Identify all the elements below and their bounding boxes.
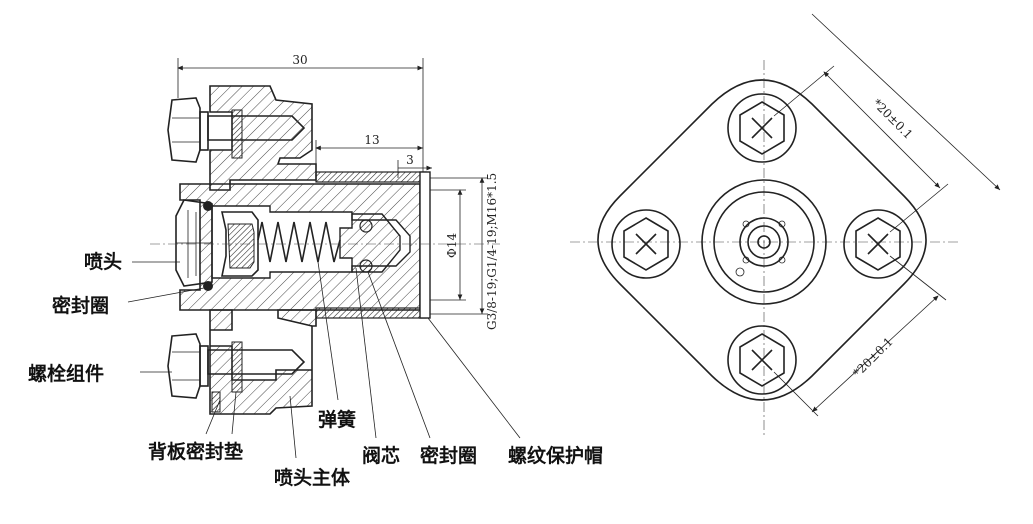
bolt-head-top xyxy=(727,93,797,163)
front-view: *20±0.1 *20±0.1 xyxy=(570,13,1001,436)
valve-seal-bottom xyxy=(359,259,373,273)
thread-protection-cap xyxy=(315,171,431,319)
seal-ring-top xyxy=(203,201,213,211)
valve-seal-top xyxy=(359,219,373,233)
bolt-head-bottom xyxy=(727,325,797,395)
dim-3-label: 3 xyxy=(406,153,414,167)
valve-core xyxy=(339,213,401,273)
label-spring: 弹簧 xyxy=(318,408,356,431)
center-boss-outer xyxy=(701,179,827,305)
label-valve-core: 阀芯 xyxy=(362,444,400,467)
label-nozzle: 喷头 xyxy=(84,251,122,273)
pin-hole-3 xyxy=(742,256,750,264)
pin-hole-4 xyxy=(778,256,786,264)
valve-seat xyxy=(221,211,259,277)
dim-13-label: 13 xyxy=(364,133,379,147)
upper-flange xyxy=(209,85,317,191)
dimension-bolt-spacing-bottom: *20±0.1 xyxy=(773,255,947,417)
dim-phi14-label: Φ14 xyxy=(445,233,459,258)
center-boss-ring xyxy=(713,191,815,293)
pin-hole-1 xyxy=(742,220,750,228)
label-thread-cap: 螺纹保护帽 xyxy=(508,444,603,467)
seal-ring-bottom xyxy=(203,281,213,291)
label-seal-ring: 密封圈 xyxy=(52,294,109,317)
dim-30-label: 30 xyxy=(292,53,307,67)
label-back-plate-gasket: 背板密封垫 xyxy=(148,440,243,463)
bottom-bolt xyxy=(167,333,306,413)
label-seal-ring-2: 密封圈 xyxy=(420,444,477,467)
pin-hole-2 xyxy=(778,220,786,228)
center-nozzle-mid xyxy=(747,225,781,259)
center-nozzle-outer xyxy=(739,217,789,267)
vent-hole xyxy=(735,267,745,277)
label-nozzle-body: 喷头主体 xyxy=(274,466,351,489)
dimension-diameter: Φ14 G3/8-19;G1/4-19;M16*1.5 xyxy=(430,173,499,330)
label-bolt-assembly: 螺栓组件 xyxy=(28,362,104,385)
spring xyxy=(257,221,341,263)
center-nozzle-orifice xyxy=(757,235,771,249)
section-view: 30 13 3 xyxy=(150,53,500,415)
dimension-overall: 30 xyxy=(177,53,424,172)
dim-20-top-label: *20±0.1 xyxy=(870,96,916,142)
bolt-head-right xyxy=(843,209,913,279)
lower-flange xyxy=(209,309,317,415)
dim-thread-label: G3/8-19;G1/4-19;M16*1.5 xyxy=(485,173,499,330)
valve-seat-inner xyxy=(227,223,255,269)
callouts: 喷头 密封圈 螺栓组件 背板密封垫 喷头主体 弹簧 阀芯 密封圈 螺纹保护帽 xyxy=(28,251,603,489)
dim-20-bottom-label: *20±0.1 xyxy=(850,335,896,381)
bolt-head-left xyxy=(611,209,681,279)
